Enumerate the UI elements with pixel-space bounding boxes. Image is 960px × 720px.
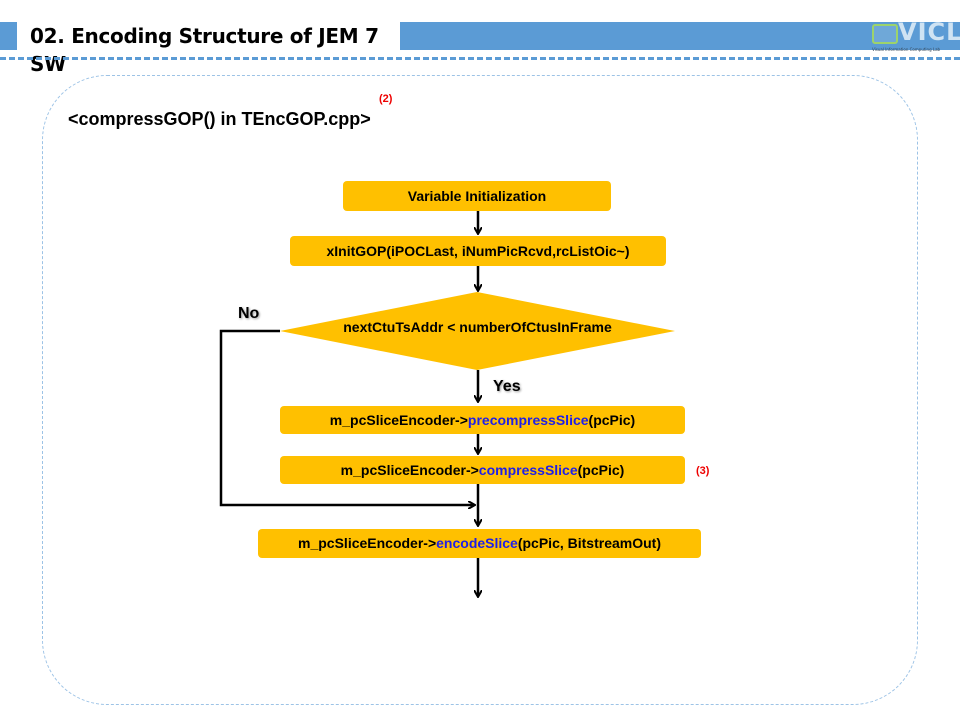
vicl-logo: VICL Visual Information Computing Lab (868, 18, 960, 52)
no-label: No (238, 305, 260, 322)
decision-diamond (280, 292, 675, 370)
variable-initialization-box: Variable Initialization (343, 181, 611, 211)
slide-title: 02. Encoding Structure of JEM 7 SW (30, 24, 379, 76)
decision-condition: nextCtuTsAddr < numberOfCtusInFrame (343, 319, 612, 335)
yes-label: Yes (493, 378, 521, 395)
header-accent (0, 22, 17, 50)
call-prefix: m_pcSliceEncoder-> (298, 535, 437, 551)
call-args: (pcPic) (588, 412, 636, 428)
header-bar (400, 22, 960, 50)
note-2: (2) (379, 93, 393, 105)
call-args: (pcPic, BitstreamOut) (517, 535, 661, 551)
call-prefix: m_pcSliceEncoder-> (329, 412, 468, 428)
function-name: compressSlice (478, 462, 578, 478)
note-3: (3) (696, 465, 710, 477)
function-name: precompressSlice (467, 412, 589, 428)
logo-subtext: Visual Information Computing Lab (872, 47, 941, 52)
encode-slice-box: m_pcSliceEncoder->encodeSlice(pcPic, Bit… (258, 529, 701, 558)
precompress-slice-box: m_pcSliceEncoder->precompressSlice(pcPic… (280, 406, 685, 434)
content-frame (42, 75, 918, 705)
xinitgop-box: xInitGOP(iPOCLast, iNumPicRcvd,rcListOic… (290, 236, 666, 266)
monitor-icon (872, 24, 898, 44)
call-args: (pcPic) (577, 462, 625, 478)
function-name: encodeSlice (436, 535, 518, 551)
function-heading: <compressGOP() in TEncGOP.cpp> (68, 109, 371, 129)
header-divider (0, 57, 960, 60)
compress-slice-box: m_pcSliceEncoder->compressSlice(pcPic) (280, 456, 685, 484)
call-prefix: m_pcSliceEncoder-> (340, 462, 479, 478)
logo-text: VICL (898, 18, 960, 46)
arrow-no-loop (219, 329, 474, 505)
